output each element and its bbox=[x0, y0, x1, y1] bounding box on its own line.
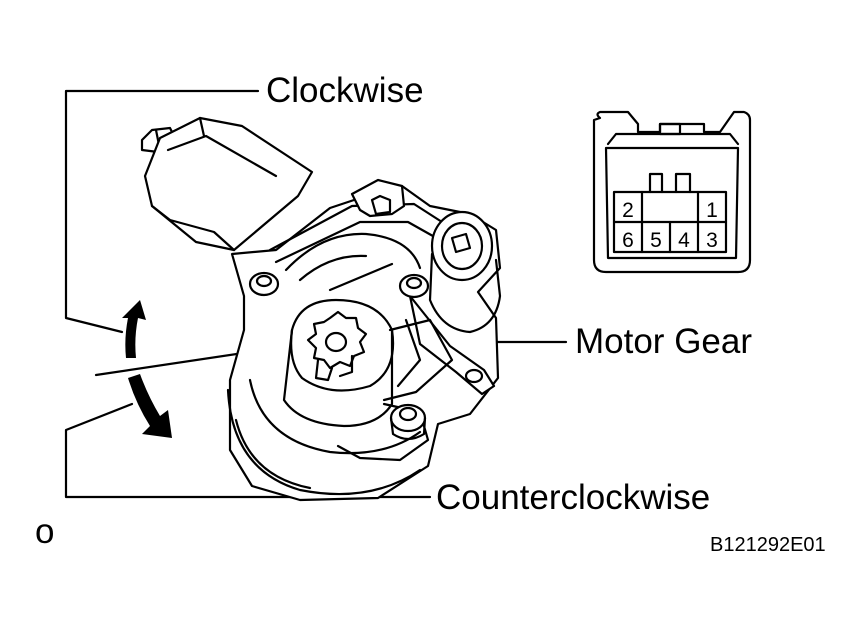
connector-pin-4: 4 bbox=[678, 229, 690, 252]
connector-pin-1: 1 bbox=[706, 199, 718, 222]
connector-housing bbox=[592, 110, 752, 274]
connector-pin-3: 3 bbox=[706, 229, 718, 252]
clockwise-arrow-icon bbox=[122, 300, 146, 358]
figure-code: B121292E01 bbox=[710, 534, 826, 556]
connector-pin-5: 5 bbox=[650, 229, 662, 252]
housing-screw-bottom bbox=[389, 403, 427, 441]
corner-mark: o bbox=[35, 512, 55, 551]
connector-pin-6: 6 bbox=[622, 229, 634, 252]
motor-housing bbox=[140, 116, 502, 502]
clockwise-leader-line bbox=[64, 89, 260, 334]
motor-gear bbox=[306, 310, 368, 382]
connector-pin-2: 2 bbox=[622, 199, 634, 222]
counterclockwise-label: Counterclockwise bbox=[436, 478, 711, 517]
housing-screw-top-right bbox=[398, 273, 430, 299]
counterclockwise-arrow-icon bbox=[128, 374, 172, 438]
housing-screw-top-left bbox=[248, 271, 280, 297]
clockwise-label: Clockwise bbox=[266, 71, 424, 110]
motor-gear-label: Motor Gear bbox=[575, 322, 752, 361]
counterclockwise-leader-line bbox=[64, 402, 432, 499]
